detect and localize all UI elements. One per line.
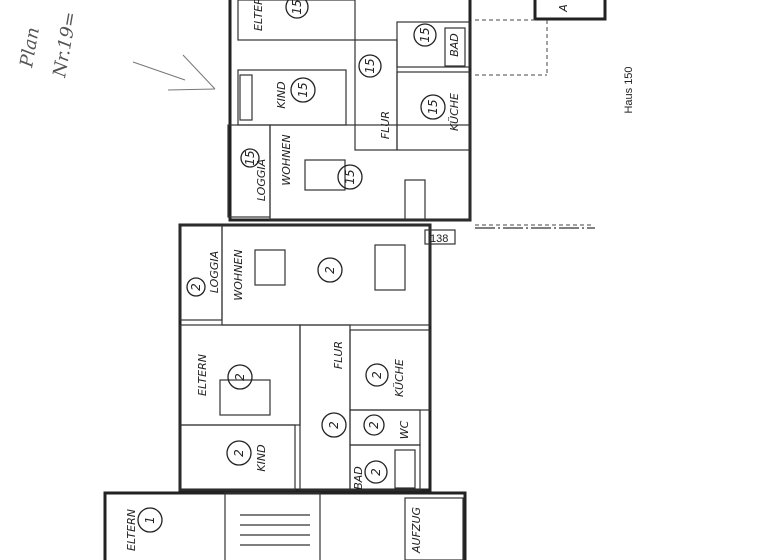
room-number: 2 <box>367 421 381 429</box>
room-number: 2 <box>233 373 247 381</box>
room-label: KÜCHE <box>393 359 406 397</box>
room-labels: ELTERN KIND FLUR BAD KÜCHE WOHNEN LOGGIA… <box>125 0 570 554</box>
apartment-15 <box>227 0 472 222</box>
room-markers <box>137 0 446 533</box>
room-label: BAD <box>352 466 365 490</box>
room-label: ELTERN <box>252 0 265 31</box>
room-numbers: 15 15 15 15 15 15 15 2 2 2 2 2 2 2 2 1 <box>143 0 440 524</box>
room-label: A <box>557 4 570 13</box>
room-label: ELTERN <box>196 354 209 396</box>
room-number: 15 <box>418 27 432 42</box>
room-number: 15 <box>290 0 304 15</box>
room-number: 2 <box>370 371 384 379</box>
room-number: 2 <box>189 283 203 291</box>
room-label: LOGGIA <box>255 159 268 201</box>
hand-arrow <box>132 54 216 91</box>
room-number: 15 <box>343 169 357 184</box>
room-number: 15 <box>296 82 310 97</box>
room-label: BAD <box>448 33 461 57</box>
room-number: 2 <box>232 449 246 457</box>
apartment-2 <box>178 223 432 492</box>
room-number: 2 <box>327 421 341 429</box>
room-label: FLUR <box>332 341 345 369</box>
room-number: 2 <box>369 468 383 476</box>
room-label: WC <box>398 420 411 439</box>
top-right-room <box>533 0 607 21</box>
room-label: AUFZUG <box>410 507 423 554</box>
dashed-outline <box>475 19 592 226</box>
apartment-1 <box>103 491 467 560</box>
building-label: Haus 150 <box>623 66 635 113</box>
room-number: 1 <box>143 516 157 524</box>
room-number: 15 <box>426 99 440 114</box>
room-number: 2 <box>323 266 337 274</box>
room-label: LOGGIA <box>208 251 221 293</box>
room-label: FLUR <box>379 111 392 139</box>
handwritten-note-line1: Plan <box>16 26 44 70</box>
room-label: WOHNEN <box>280 134 293 185</box>
room-label: WOHNEN <box>232 249 245 300</box>
room-label: KIND <box>275 81 288 108</box>
room-number: 15 <box>363 58 377 73</box>
room-number: 15 <box>243 150 257 165</box>
dimension-box <box>424 229 456 245</box>
room-label: KÜCHE <box>448 93 461 131</box>
handwritten-note-line2: Nr.19= <box>49 10 81 80</box>
room-label: ELTERN <box>125 509 138 551</box>
dimension-label: 138 <box>430 233 448 245</box>
room-label: KIND <box>255 444 268 471</box>
stairs <box>240 514 310 546</box>
